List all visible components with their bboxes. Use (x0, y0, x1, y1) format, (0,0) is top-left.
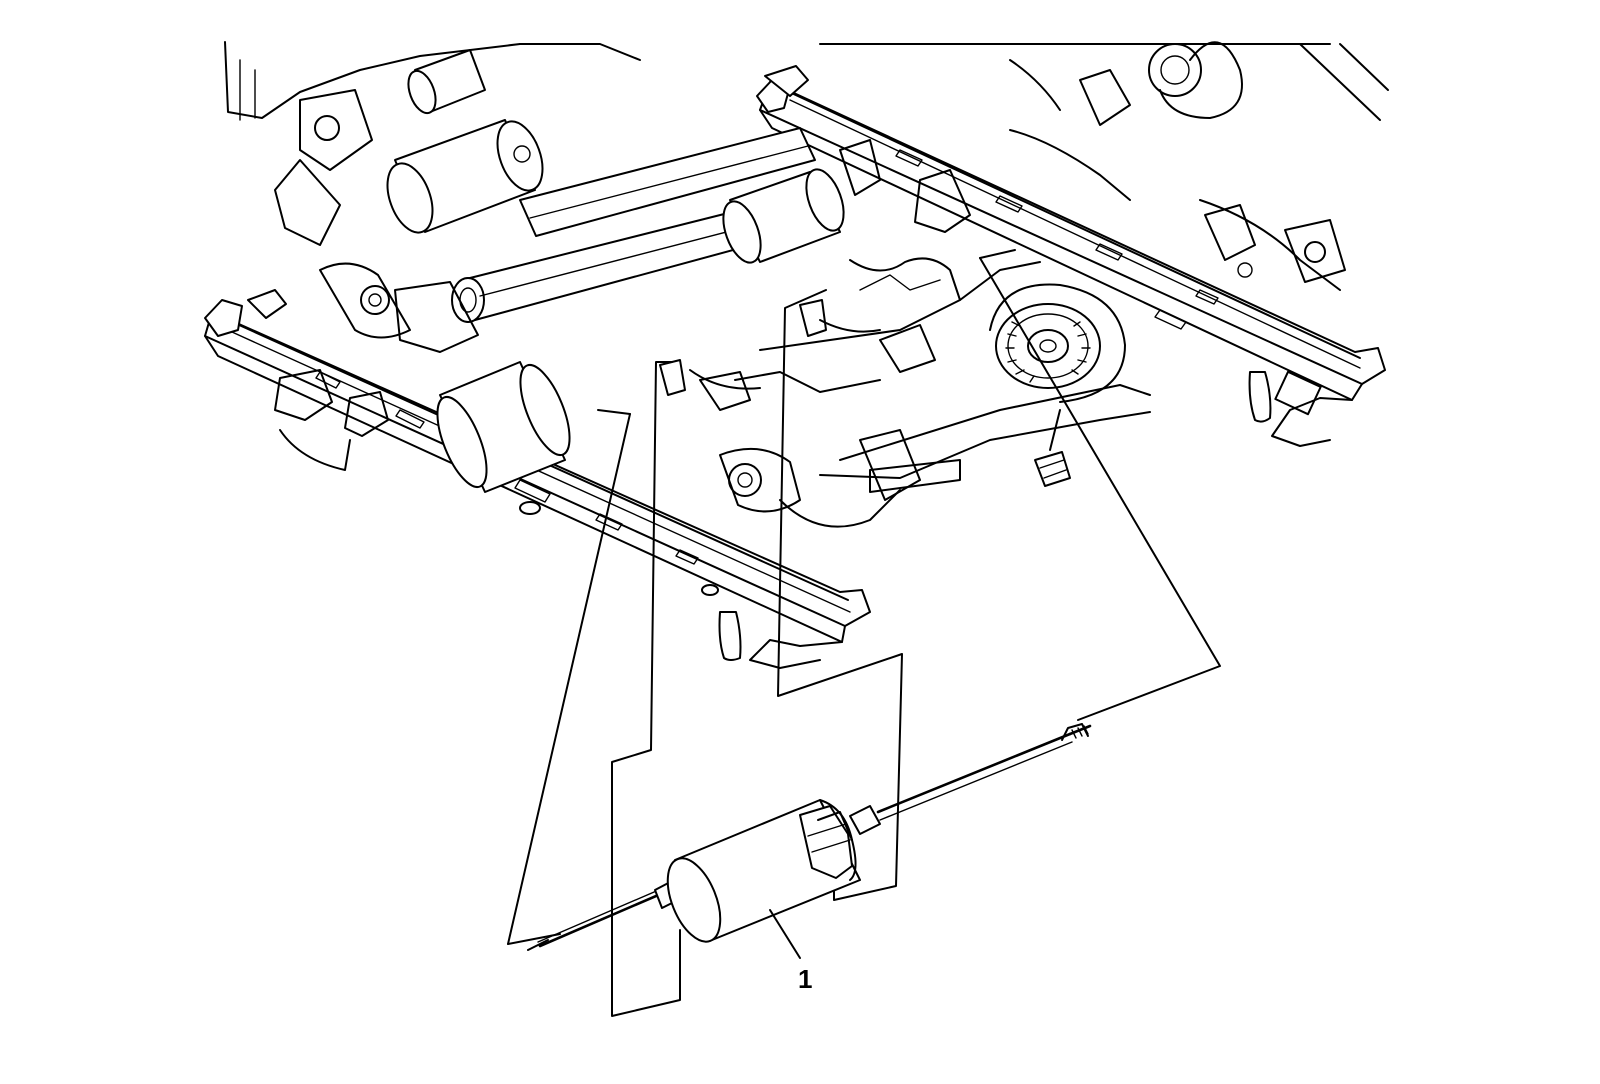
rear-torque-tube (520, 128, 815, 236)
seat-frame-assembly (205, 42, 1388, 668)
exploded-view-lines (508, 250, 1220, 1016)
left-seat-track (205, 290, 870, 668)
wiring-connector (1035, 410, 1070, 486)
recliner-gear (990, 285, 1125, 402)
front-torque-tube (452, 205, 770, 322)
top-motor-upper-left (403, 50, 485, 117)
center-motor (716, 164, 851, 267)
front-motor-lower (427, 359, 579, 493)
right-drive-cable (850, 724, 1090, 834)
adjuster-motor (657, 800, 860, 949)
callout-1-label: 1 (798, 964, 812, 994)
pivot-brackets (275, 60, 1345, 527)
adjuster-motor-with-cables (528, 724, 1090, 950)
left-drive-cable (528, 880, 682, 950)
rear-motor-upper-left (379, 115, 551, 238)
callout-1-leader-line (770, 910, 800, 958)
rear-body-panel (225, 42, 1388, 120)
drive-cable-guides (660, 300, 880, 395)
seat-pan-plate (700, 258, 1150, 492)
callout-1: 1 (770, 910, 812, 994)
right-seat-track (757, 66, 1385, 446)
